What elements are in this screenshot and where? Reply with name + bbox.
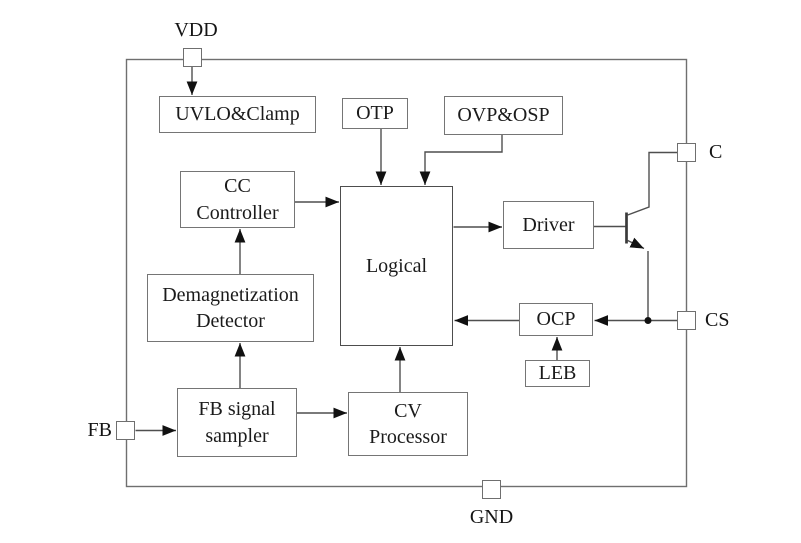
block-driver: Driver	[503, 201, 594, 249]
pin-label-gnd: GND	[469, 506, 514, 528]
block-ocp: OCP	[519, 303, 593, 336]
block-logical: Logical	[340, 186, 453, 346]
block-fb-signal-sampler: FB signal sampler	[177, 388, 297, 457]
ic-boundary	[125, 58, 688, 488]
block-label: Controller	[196, 201, 279, 224]
block-label: Demagnetization	[162, 283, 299, 306]
block-label: Detector	[196, 310, 265, 332]
pin-label-cs: CS	[705, 309, 730, 331]
pin-gnd-square	[482, 480, 501, 499]
block-label: UVLO&Clamp	[175, 103, 300, 126]
block-label: OCP	[536, 308, 576, 331]
pin-vdd-square	[183, 48, 202, 67]
block-leb: LEB	[525, 360, 590, 387]
pin-cs-square	[677, 311, 696, 330]
block-label: FB signal	[198, 398, 276, 421]
block-label: LEB	[538, 362, 577, 385]
block-label: Driver	[522, 213, 575, 236]
block-otp: OTP	[342, 98, 408, 129]
block-label: CC	[224, 175, 251, 198]
pin-c-square	[677, 143, 696, 162]
pin-label-c: C	[709, 141, 723, 163]
wire-emitter-arrow	[627, 237, 645, 250]
block-uvlo-clamp: UVLO&Clamp	[159, 96, 316, 133]
block-cv-processor: CV Processor	[348, 392, 468, 456]
pin-fb-square	[116, 421, 135, 440]
block-label: CV	[394, 399, 422, 422]
wire-collector-c	[627, 151, 677, 216]
block-ovp-osp: OVP&OSP	[444, 96, 563, 135]
block-label: sampler	[205, 424, 269, 447]
block-label: OTP	[356, 102, 394, 125]
wire-ovp-logical	[419, 135, 503, 185]
block-label: OVP&OSP	[457, 104, 550, 127]
pin-label-vdd: VDD	[174, 19, 218, 41]
block-label: Logical	[365, 254, 428, 277]
block-label: Processor	[369, 426, 447, 448]
block-demagnetization-detector: Demagnetization Detector	[147, 274, 314, 342]
block-cc-controller: CC Controller	[180, 171, 295, 228]
pin-label-fb: FB	[87, 419, 112, 441]
cs-junction-dot	[644, 317, 652, 324]
